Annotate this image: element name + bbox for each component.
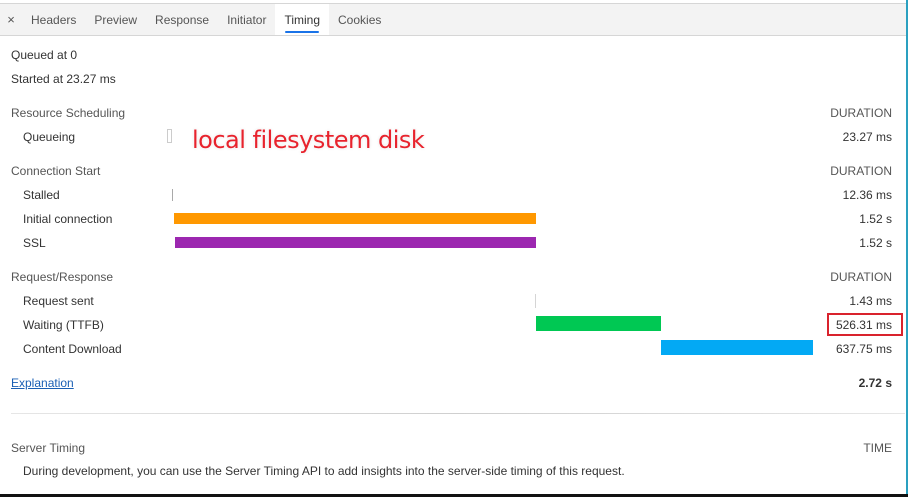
phase-duration: 1.43 ms	[849, 294, 892, 308]
waiting-ttfb-bar	[536, 316, 661, 331]
phase-label: SSL	[23, 236, 46, 250]
total-duration: 2.72 s	[858, 376, 892, 390]
phase-label: Queueing	[23, 130, 76, 144]
close-icon[interactable]: ×	[7, 12, 15, 27]
annotation-text: local filesystem disk	[192, 126, 425, 154]
queued-at-text: Queued at 0	[11, 48, 78, 62]
section-title: Resource Scheduling	[11, 106, 126, 120]
timing-row-ssl: SSL 1.52 s	[0, 231, 906, 255]
phase-label: Waiting (TTFB)	[23, 318, 104, 332]
ttfb-highlight-box	[827, 313, 903, 336]
top-strip	[0, 0, 908, 4]
timing-row-waiting: Waiting (TTFB) 526.31 ms	[0, 313, 906, 337]
resource-scheduling-header: Resource Scheduling DURATION	[0, 101, 906, 125]
timing-row-stalled: Stalled 12.36 ms	[0, 183, 906, 207]
tab-cookies[interactable]: Cookies	[338, 12, 382, 27]
tab-initiator[interactable]: Initiator	[227, 12, 267, 27]
duration-header: DURATION	[830, 270, 892, 284]
tab-timing[interactable]: Timing	[275, 4, 330, 35]
server-timing-description: During development, you can use the Serv…	[23, 464, 625, 478]
request-sent-bar	[535, 294, 536, 308]
started-row: Started at 23.27 ms	[0, 67, 906, 91]
ssl-bar	[175, 237, 536, 248]
started-at-text: Started at 23.27 ms	[11, 72, 116, 86]
timing-row-initial-connection: Initial connection 1.52 s	[0, 207, 906, 231]
panel-bottom-edge	[0, 494, 908, 497]
time-header: TIME	[863, 441, 892, 455]
phase-duration: 1.52 s	[859, 212, 892, 226]
phase-duration: 23.27 ms	[842, 130, 892, 144]
phase-label: Initial connection	[23, 212, 113, 226]
queueing-bar	[167, 129, 172, 143]
duration-header: DURATION	[830, 106, 892, 120]
timing-row-content-download: Content Download 637.75 ms	[0, 337, 906, 361]
explanation-link[interactable]: Explanation	[11, 376, 74, 390]
connection-start-header: Connection Start DURATION	[0, 159, 906, 183]
phase-duration: 12.36 ms	[842, 188, 892, 202]
timing-row-queueing: Queueing 23.27 ms	[0, 125, 906, 149]
tab-preview[interactable]: Preview	[94, 12, 138, 27]
phase-label: Request sent	[23, 294, 94, 308]
queued-row: Queued at 0	[0, 43, 906, 67]
content-download-bar	[661, 340, 813, 355]
explanation-row: Explanation 2.72 s	[0, 371, 906, 395]
panel-edge	[906, 0, 908, 497]
phase-label: Content Download	[23, 342, 122, 356]
tab-response[interactable]: Response	[155, 12, 210, 27]
divider	[11, 413, 905, 414]
phase-duration: 1.52 s	[859, 236, 892, 250]
stalled-bar	[172, 189, 173, 201]
section-title: Server Timing	[11, 441, 86, 455]
phase-duration: 526.31 ms	[835, 318, 892, 332]
initial-connection-bar	[174, 213, 536, 224]
timing-row-request-sent: Request sent 1.43 ms	[0, 289, 906, 313]
section-title: Connection Start	[11, 164, 101, 178]
duration-header: DURATION	[830, 164, 892, 178]
server-timing-header: Server Timing TIME	[0, 436, 906, 460]
phase-duration: 637.75 ms	[835, 342, 892, 356]
phase-label: Stalled	[23, 188, 60, 202]
tab-bar: × Headers Preview Response Initiator Tim…	[0, 4, 906, 36]
section-title: Request/Response	[11, 270, 114, 284]
server-timing-description-row: During development, you can use the Serv…	[0, 459, 906, 483]
tab-headers[interactable]: Headers	[31, 12, 77, 27]
request-response-header: Request/Response DURATION	[0, 265, 906, 289]
